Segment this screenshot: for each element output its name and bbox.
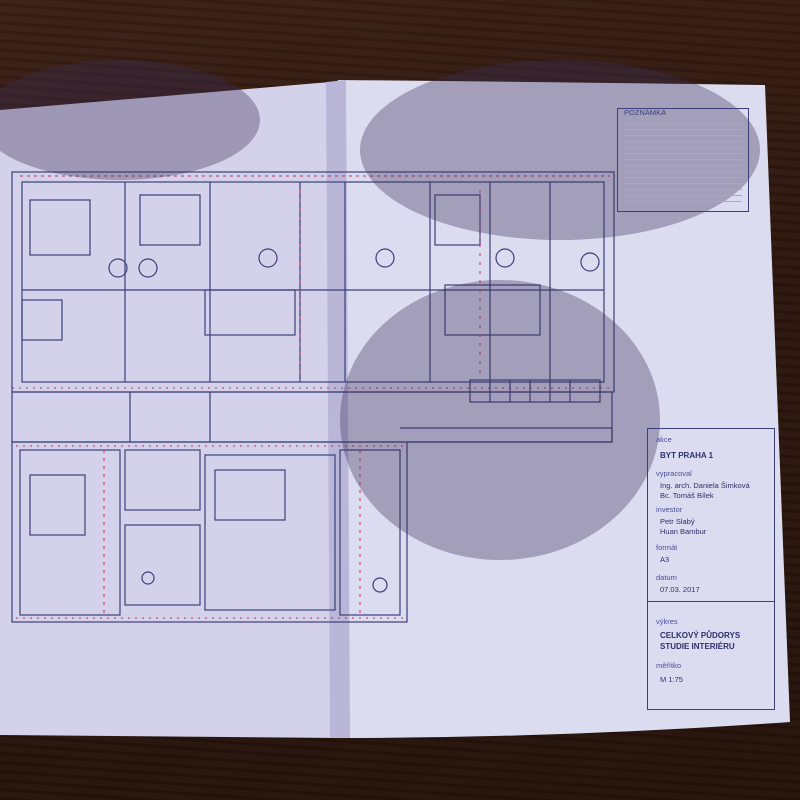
datum-label: datum [656, 573, 677, 582]
akce-value: BYT PRAHA 1 [660, 451, 714, 460]
investor-name-2: Huan Bambur [660, 527, 707, 536]
vykres-label: výkres [656, 617, 678, 626]
note-box: POZNÁMKA [617, 108, 749, 212]
vykres-line-2: STUDIE INTERIÉRU [660, 642, 735, 651]
vypracoval-label: vypracoval [656, 469, 692, 478]
title-block-divider [648, 601, 774, 602]
format-value: A3 [660, 555, 670, 564]
meritko-value: M 1:75 [660, 675, 683, 684]
investor-label: investor [656, 505, 683, 514]
title-block: akce BYT PRAHA 1 vypracoval Ing. arch. D… [647, 428, 775, 710]
vykres-line-1: CELKOVÝ PŮDORYS [660, 631, 741, 640]
dimension-marks [12, 175, 612, 619]
vypracoval-name-2: Bc. Tomáš Bílek [660, 491, 714, 500]
investor-name-1: Petr Slabý [660, 517, 695, 526]
left-page [0, 82, 340, 738]
note-title: POZNÁMKA [624, 108, 667, 117]
floor-plan-drawing [11, 171, 615, 623]
format-label: formát [656, 543, 678, 552]
vypracoval-name-1: Ing. arch. Daniela Šimková [660, 481, 750, 490]
page-fold [326, 80, 350, 738]
note-text-lines [618, 123, 748, 207]
akce-label: akce [656, 435, 672, 444]
meritko-label: měřítko [656, 661, 682, 670]
datum-value: 07.03. 2017 [660, 585, 700, 594]
